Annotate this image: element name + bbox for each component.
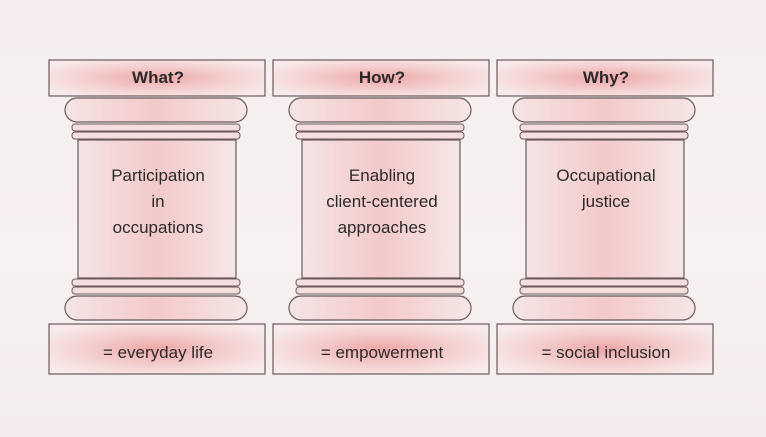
pillar-what: What? Participation in occupations = eve… — [48, 59, 268, 378]
pillar-why: Why? Occupational justice = social inclu… — [496, 59, 716, 378]
pillar-what-body: Participation in occupations — [111, 166, 205, 237]
pillar-how: How? Enabling client-centered approaches… — [272, 59, 492, 378]
pillar-what-header: What? — [132, 68, 184, 87]
pillar-how-shape — [272, 59, 490, 375]
pillar-how-body: Enabling client-centered approaches — [326, 166, 438, 237]
pillar-why-header: Why? — [582, 68, 630, 87]
pillar-why-shape — [496, 59, 714, 375]
pillar-what-footer: = everyday life — [102, 343, 214, 362]
pillar-why-footer: = social inclusion — [541, 343, 671, 362]
pillar-what-shape — [48, 59, 266, 375]
pillar-how-header: How? — [358, 68, 406, 87]
pillar-why-body: Occupational justice — [556, 166, 656, 211]
pillar-how-footer: = empowerment — [320, 343, 444, 362]
